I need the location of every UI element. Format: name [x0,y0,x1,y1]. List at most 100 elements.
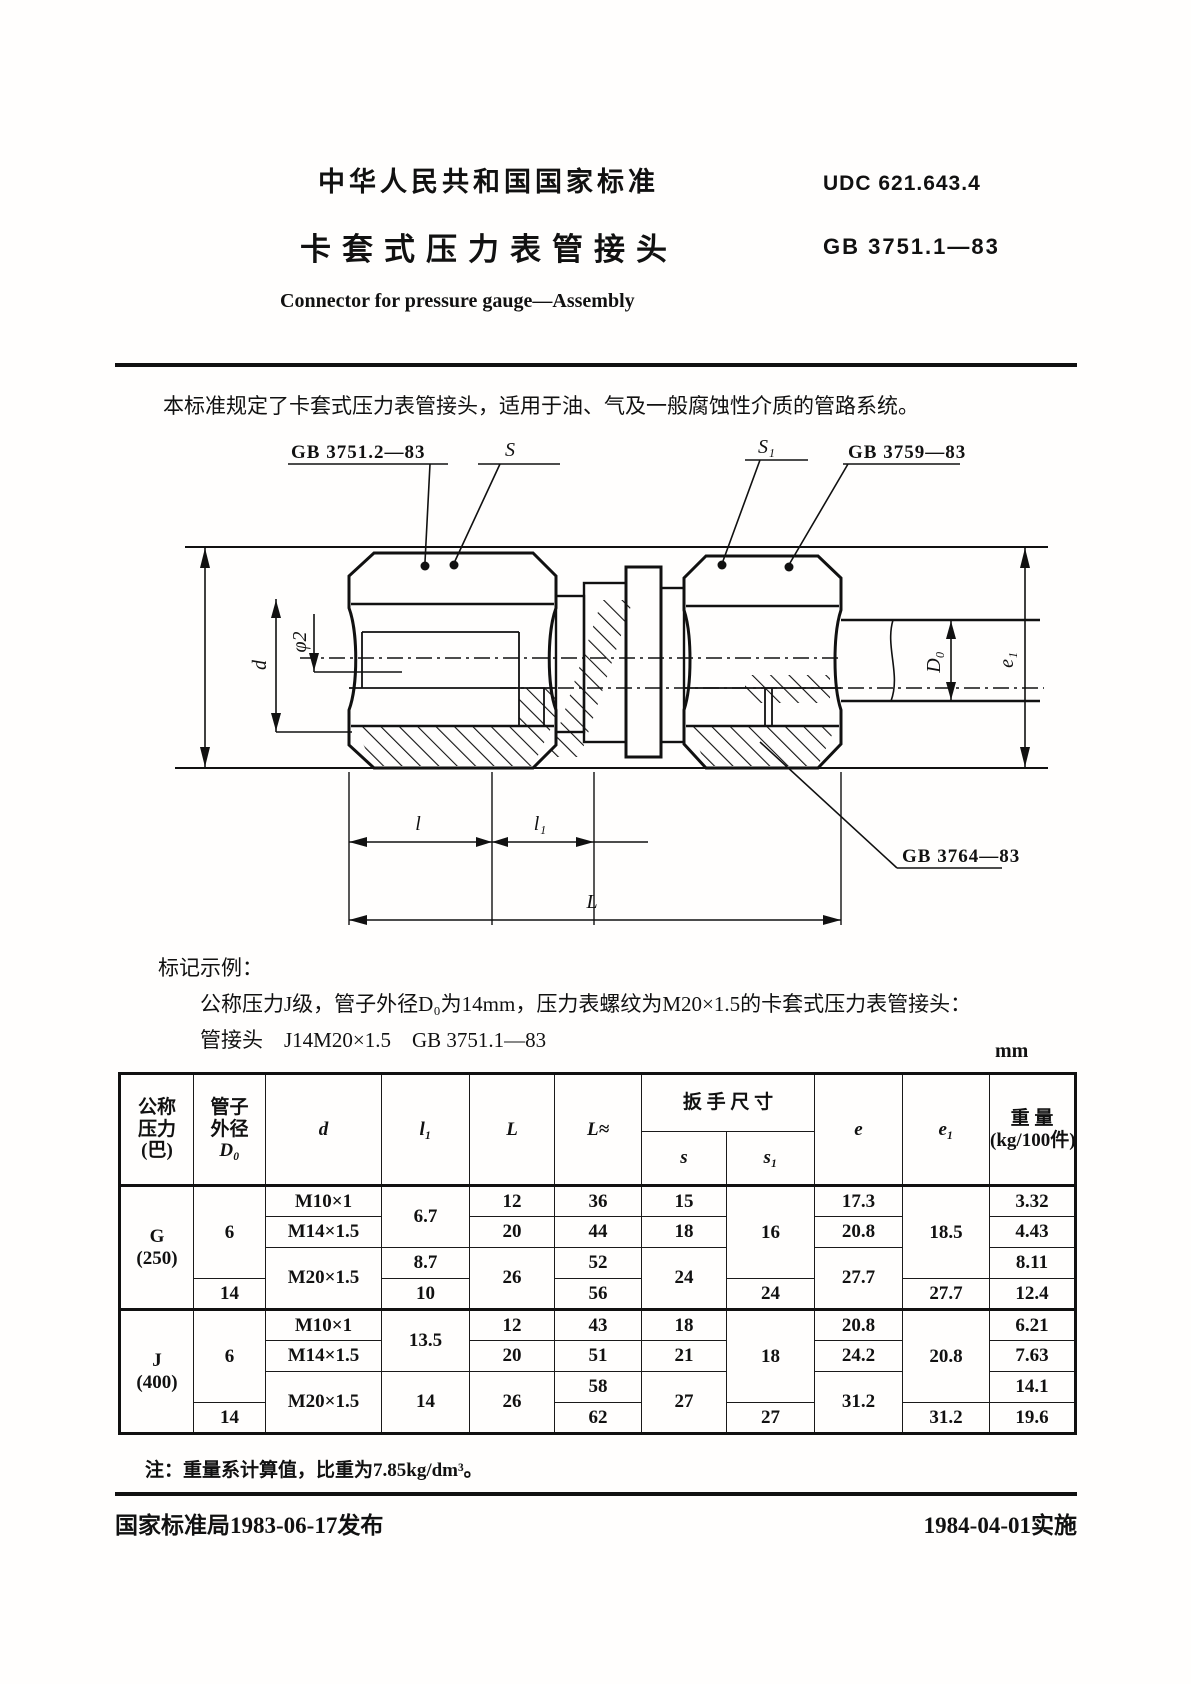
label-dim-d: d [249,659,271,670]
label-s1: S₁ [758,436,775,458]
cell-j-l1-12: 13.5 [381,1309,470,1372]
header-l1: l₁ [381,1073,470,1187]
cell-g-e2: 20.8 [814,1216,904,1248]
label-dim-d0: D₀ [923,651,945,673]
header-e: e [814,1073,904,1187]
cell-j-e1-123: 20.8 [902,1309,991,1403]
label-dim-l: l [415,813,421,835]
header-d: d [265,1073,382,1187]
label-ferrule-standard: GB 3764—83 [902,846,1020,867]
header-weight: 重 量 (kg/100件) [989,1073,1077,1187]
label-dim-phi2: φ2 [289,631,311,652]
cell-g-e1r: 17.3 [814,1185,904,1217]
cell-j-L1: 12 [469,1309,555,1341]
cell-j-s1r: 18 [641,1309,727,1341]
cell-g-d0-14: 14 [193,1278,266,1311]
weight-note: 注：重量系计算值，比重为7.85kg/dm³。 [145,1460,483,1481]
cell-g-s1-4: 24 [725,1278,816,1311]
cell-g-e1-123: 18.5 [902,1185,991,1279]
cell-g-d2: M14×1.5 [265,1216,382,1248]
cell-j-s34: 27 [641,1371,727,1434]
implementation-date: 1984-04-01实施 [923,1513,1077,1538]
cell-j-L2: 20 [469,1340,555,1372]
cell-g-l1-4: 10 [381,1278,470,1311]
header-s: s [641,1131,727,1187]
group-g-label: G(250) [119,1185,194,1311]
cell-g-s1r: 15 [641,1185,727,1217]
header-pipe-od: 管子 外径 D₀ [193,1073,266,1187]
cell-j-d3: M20×1.5 [265,1371,382,1434]
cell-g-s1-123: 16 [725,1185,816,1279]
cell-g-l1-3: 8.7 [381,1247,470,1279]
cell-j-Lx4: 62 [554,1402,642,1434]
cell-j-e2: 24.2 [814,1340,904,1372]
cell-j-s2: 21 [641,1340,727,1372]
cell-j-s1-4: 27 [725,1402,816,1434]
cell-j-L34: 26 [469,1371,555,1434]
marking-example-line2: 管接头 J14M20×1.5 GB 3751.1—83 [200,1028,547,1052]
cell-g-w4: 12.4 [989,1278,1077,1311]
cell-g-l1-12: 6.7 [381,1185,470,1248]
header-e1: e₁ [902,1073,991,1187]
cell-g-s2: 18 [641,1216,727,1248]
cell-j-Lx1: 43 [554,1309,642,1341]
cell-j-d0-14: 14 [193,1402,266,1434]
cell-j-w2: 7.63 [989,1340,1077,1372]
standard-number: GB 3751.1—83 [823,234,1000,259]
cell-j-d2: M14×1.5 [265,1340,382,1372]
cell-j-Lx2: 51 [554,1340,642,1372]
label-s: S [505,439,515,461]
english-title: Connector for pressure gauge—Assembly [280,290,635,312]
cell-g-d1: M10×1 [265,1185,382,1217]
cell-j-e34: 31.2 [814,1371,904,1434]
cell-j-w4: 19.6 [989,1402,1077,1434]
cell-j-l1-34: 14 [381,1371,470,1434]
dimension-table: 公称 压力 (巴) 管子 外径 D₀ d l₁ L L≈ 扳 手 尺 寸 e e… [118,1072,1078,1435]
cell-j-d1: M10×1 [265,1309,382,1341]
cell-g-d0-6: 6 [193,1185,266,1279]
page-title: 卡套式压力表管接头 [300,232,678,267]
header-nominal-pressure: 公称 压力 (巴) [119,1073,194,1187]
cell-j-w1: 6.21 [989,1309,1077,1341]
label-dim-e1: e₁ [996,652,1018,668]
cell-j-e1r: 20.8 [814,1309,904,1341]
label-right-nut-standard: GB 3759—83 [848,442,966,463]
footer-divider [115,1492,1077,1496]
label-dim-l1: l₁ [534,813,547,835]
cell-j-d0-6: 6 [193,1309,266,1403]
assembly-drawing: GB 3751.2—83 S S₁ GB 3759—83 GB 3764—83 … [175,436,1048,925]
cell-g-d3: M20×1.5 [265,1247,382,1311]
scope-paragraph: 本标准规定了卡套式压力表管接头，适用于油、气及一般腐蚀性介质的管路系统。 [163,394,919,418]
cell-g-L1: 12 [469,1185,555,1217]
cell-g-e1-4: 27.7 [902,1278,991,1311]
header-wrench-size: 扳 手 尺 寸 [640,1073,816,1132]
header-L-approx: L≈ [554,1073,642,1187]
cell-g-Lx1: 36 [554,1185,642,1217]
cell-j-s1-123: 18 [725,1309,816,1403]
cell-j-e1-4: 31.2 [902,1402,991,1434]
cell-g-L2: 20 [469,1216,555,1248]
marking-example-line1: 公称压力J级，管子外径D₀为14mm，压力表螺纹为M20×1.5的卡套式压力表管… [200,992,972,1016]
cell-j-Lx3: 58 [554,1371,642,1403]
marking-example-heading: 标记示例： [158,956,263,980]
header-L: L [469,1073,555,1187]
cell-g-Lx4: 56 [554,1278,642,1311]
header-s1: s₁ [725,1131,816,1187]
cell-g-e34: 27.7 [814,1247,904,1311]
cell-g-Lx3: 52 [554,1247,642,1279]
header-divider [115,363,1077,367]
cell-g-Lx2: 44 [554,1216,642,1248]
cell-g-s34: 24 [641,1247,727,1311]
cell-g-w3: 8.11 [989,1247,1077,1279]
label-dim-L: L [585,891,597,913]
unit-label: mm [995,1040,1029,1062]
cell-g-w2: 4.43 [989,1216,1077,1248]
udc-number: UDC 621.643.4 [823,172,981,195]
group-j-label: J(400) [119,1309,194,1434]
national-standard-heading: 中华人民共和国国家标准 [318,167,659,197]
issue-date: 国家标准局1983-06-17发布 [115,1513,384,1538]
cell-g-w1: 3.32 [989,1185,1077,1217]
label-left-nut-standard: GB 3751.2—83 [291,442,425,463]
cell-g-L34: 26 [469,1247,555,1311]
